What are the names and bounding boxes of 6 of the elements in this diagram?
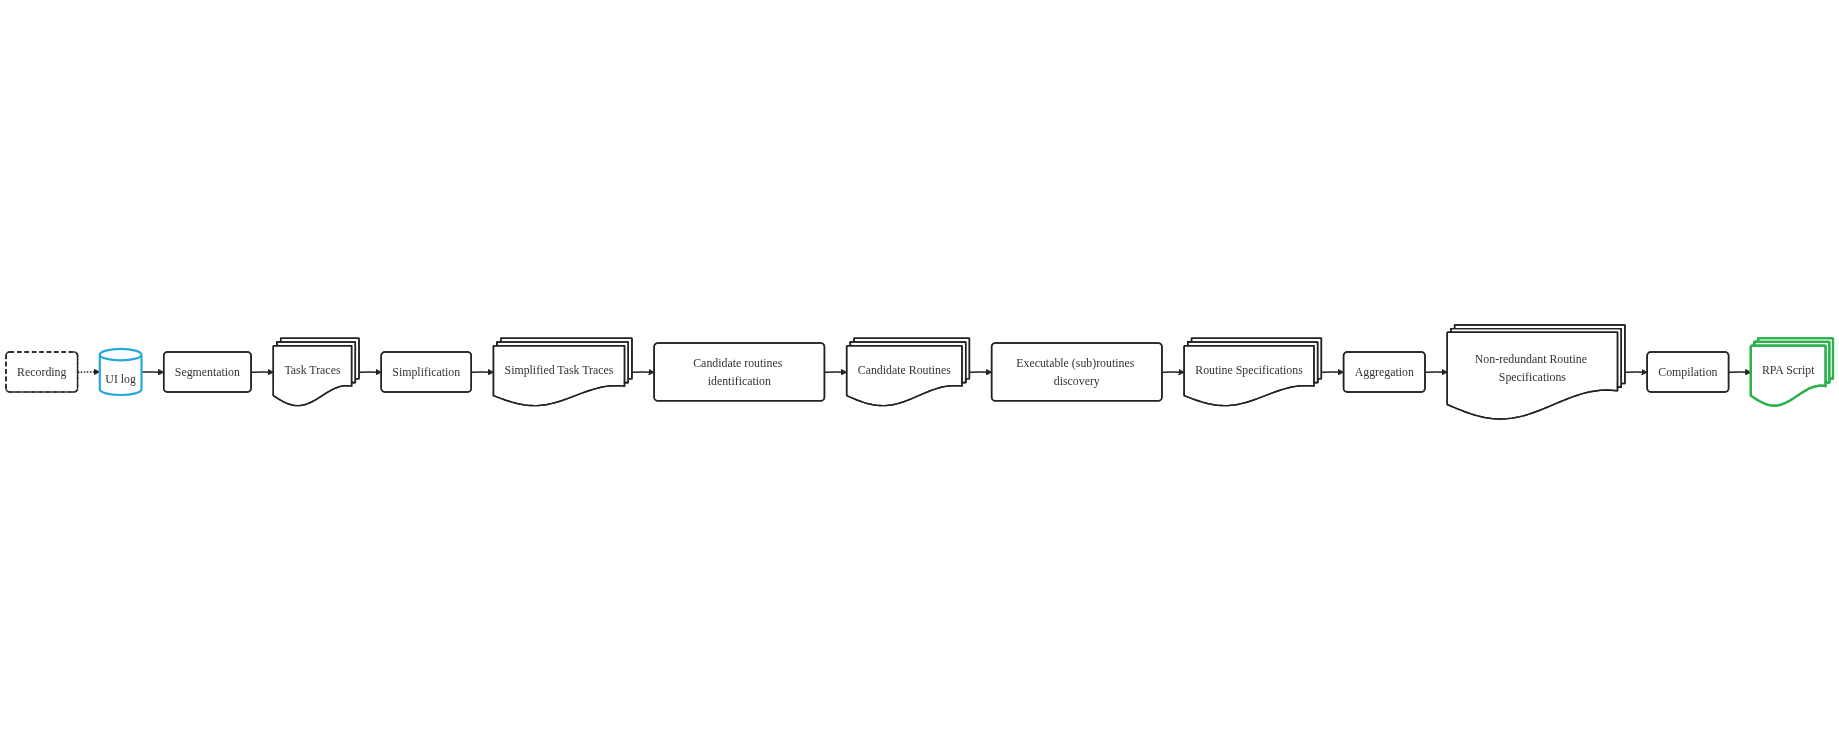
arrow — [631, 368, 655, 375]
arrow — [1624, 368, 1648, 375]
arrow — [824, 368, 848, 375]
arrow — [358, 368, 382, 375]
arrow — [1161, 368, 1185, 375]
arrow — [77, 368, 101, 375]
